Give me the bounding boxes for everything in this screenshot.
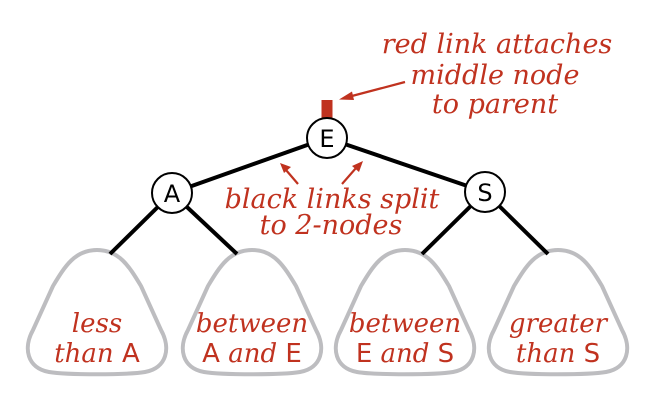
subtree-outline (333, 248, 477, 377)
subtree-greater-than-s: greater than S (486, 248, 630, 377)
subtree-label-part: than (516, 339, 584, 369)
subtree-label-line1: less (72, 309, 122, 339)
subtree-between-e-and-s: between E and S (333, 248, 477, 377)
red-link-annotation: red link attaches middle node to parent (339, 29, 612, 120)
subtree-outline (180, 248, 324, 377)
black-links-annotation: black links split to 2-nodes (225, 161, 440, 241)
arrow-to-red-link-icon (339, 80, 406, 100)
black-links-note-line2: to 2-nodes (260, 210, 403, 241)
subtree-less-than-a: less than A (25, 248, 169, 377)
red-link-to-parent (321, 100, 333, 122)
red-link-note-line1: red link attaches (382, 29, 613, 60)
subtree-key-a: A (122, 339, 140, 369)
subtree-label-line2: than S (516, 339, 600, 369)
subtree-key-e: E (356, 339, 372, 369)
node-e-circle (306, 117, 348, 159)
subtrees: less than A between A and E between E an… (25, 248, 630, 377)
black-links-note-line1: black links split (225, 184, 440, 215)
node-e-label: E (319, 125, 334, 153)
subtree-key-a: A (202, 339, 220, 369)
link-e-to-s (326, 136, 486, 194)
subtree-label-line2: than A (54, 339, 140, 369)
node-a-circle (151, 172, 193, 214)
subtree-label-part: and (220, 339, 285, 369)
link-e-to-a (171, 136, 328, 195)
arrow-to-left-black-link-icon (280, 163, 299, 185)
node-e: E (306, 117, 348, 159)
red-link-note-line3: to parent (432, 89, 558, 120)
subtree-label-line1: between (349, 309, 461, 339)
node-s: S (464, 171, 506, 213)
node-a: A (151, 172, 193, 214)
subtree-label-part: than (54, 339, 122, 369)
node-s-circle (464, 171, 506, 213)
node-a-label: A (164, 180, 181, 208)
subtree-label-line2: E and S (356, 339, 454, 369)
arrow-to-right-black-link-icon (341, 161, 363, 185)
subtree-label-line2: A and E (202, 339, 302, 369)
subtree-key-s: S (584, 339, 601, 369)
subtree-between-a-and-e: between A and E (180, 248, 324, 377)
subtree-key-s: S (438, 339, 455, 369)
subtree-label-part: and (372, 339, 437, 369)
subtree-outline (486, 248, 630, 377)
subtree-key-e: E (285, 339, 301, 369)
red-link-note-line2: middle node (411, 60, 580, 91)
subtree-label-line1: between (196, 309, 308, 339)
node-s-label: S (477, 179, 492, 207)
subtree-label-line1: greater (509, 309, 609, 339)
subtree-outline (25, 248, 169, 377)
